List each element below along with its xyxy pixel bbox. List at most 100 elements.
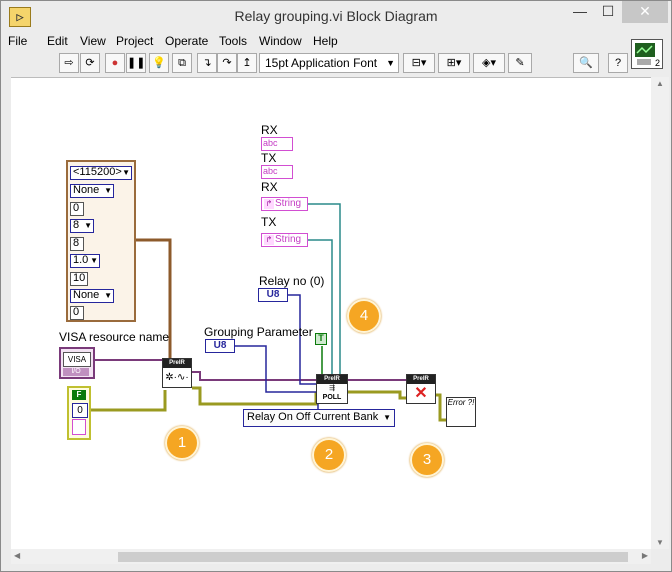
scroll-left-icon[interactable]: ◀ bbox=[14, 551, 21, 560]
data-bits-value: 8 bbox=[73, 219, 80, 231]
tx-string-constant[interactable]: abc bbox=[261, 165, 293, 179]
data-bits-ring[interactable]: 8▼ bbox=[70, 219, 94, 233]
subvi-header: PreIR bbox=[317, 375, 347, 384]
menu-edit[interactable]: Edit bbox=[47, 34, 68, 48]
align-objects-icon[interactable]: ⊟▾ bbox=[403, 53, 435, 73]
menu-help[interactable]: Help bbox=[313, 34, 338, 48]
subvi-header: PreIR bbox=[163, 359, 191, 368]
stop-bits-ring[interactable]: 1.0▼ bbox=[70, 254, 100, 268]
context-help-icon[interactable]: 2 bbox=[631, 39, 663, 69]
chevron-down-icon: ▼ bbox=[383, 413, 391, 422]
label-visa-resource-name: VISA resource name bbox=[59, 330, 170, 344]
title-bar: ▷ Relay grouping.vi Block Diagram — ☐ ✕ bbox=[1, 1, 671, 31]
scroll-thumb[interactable] bbox=[118, 552, 628, 562]
menu-window[interactable]: Window bbox=[259, 34, 302, 48]
grouping-parameter-control[interactable]: U8 bbox=[205, 339, 235, 353]
chevron-down-icon: ▼ bbox=[104, 186, 112, 195]
serial-config-cluster[interactable]: <115200>▼ None▼ 0 8▼ 8 1.0▼ 10 None▼ 0 bbox=[66, 160, 136, 322]
stop-bits-value: 1.0 bbox=[73, 254, 89, 266]
window-title: Relay grouping.vi Block Diagram bbox=[234, 8, 438, 24]
rx-string-constant[interactable]: abc bbox=[261, 137, 293, 151]
close-button[interactable]: ✕ bbox=[622, 1, 668, 23]
minimize-button[interactable]: — bbox=[573, 3, 587, 19]
chevron-down-icon: ▼ bbox=[84, 221, 92, 230]
label-rx-indicator: RX bbox=[261, 180, 278, 194]
label-relay-no: Relay no (0) bbox=[259, 274, 325, 288]
command-enum-constant[interactable]: Relay On Off Current Bank ▼ bbox=[243, 409, 395, 427]
step-into-icon[interactable]: ↴ bbox=[197, 53, 217, 73]
step-over-icon[interactable]: ↷ bbox=[217, 53, 237, 73]
highlight-execution-icon[interactable]: 💡 bbox=[149, 53, 169, 73]
menu-view[interactable]: View bbox=[80, 34, 106, 48]
menu-project[interactable]: Project bbox=[116, 34, 154, 48]
relay-poll-subvi[interactable]: PreIR ⇶POLL bbox=[316, 374, 348, 404]
scroll-up-icon[interactable]: ▲ bbox=[656, 79, 664, 88]
scroll-right-icon[interactable]: ▶ bbox=[641, 551, 648, 560]
distribute-objects-icon[interactable]: ⊞▾ bbox=[438, 53, 470, 73]
relay-no-control[interactable]: U8 bbox=[258, 288, 288, 302]
run-continuously-icon[interactable]: ⟳ bbox=[80, 53, 100, 73]
retain-wire-values-icon[interactable]: ⧉ bbox=[172, 53, 192, 73]
baud-rate-value: <115200> bbox=[73, 166, 122, 178]
poll-text: POLL bbox=[322, 394, 342, 401]
error-code: 0 bbox=[72, 403, 88, 418]
maximize-button[interactable]: ☐ bbox=[601, 3, 615, 19]
error-in-constant[interactable]: F 0 bbox=[67, 386, 91, 440]
serial-init-icon: ✲·∿· bbox=[165, 372, 189, 383]
menu-bar: File Edit View Project Operate Tools Win… bbox=[1, 31, 671, 51]
context-help-graphic bbox=[635, 43, 655, 65]
tx-string-indicator[interactable]: ↱String bbox=[261, 233, 308, 247]
label-grouping-parameter: Grouping Parameter bbox=[204, 325, 313, 339]
close-subvi[interactable]: PreIR ✕ bbox=[406, 374, 436, 404]
run-arrow-icon[interactable]: ⇨ bbox=[59, 53, 79, 73]
close-x-icon: ✕ bbox=[414, 385, 428, 402]
search-icon[interactable]: 🔍 bbox=[573, 53, 599, 73]
toolbar: ⇨ ⟳ ● ❚❚ 💡 ⧉ ↴ ↷ ↥ 15pt Application Font… bbox=[1, 51, 671, 77]
step-out-icon[interactable]: ↥ bbox=[237, 53, 257, 73]
vi-icon[interactable]: ▷ bbox=[9, 7, 31, 27]
rx-string-indicator[interactable]: ↱String bbox=[261, 197, 308, 211]
indicator-arrow-icon: ↱ bbox=[264, 235, 274, 245]
flow-control-ring[interactable]: None ▼ bbox=[70, 289, 114, 303]
relay-poll-icon: ⇶POLL bbox=[322, 385, 342, 401]
reorder-icon[interactable]: ◈▾ bbox=[473, 53, 505, 73]
parity-value: None bbox=[73, 184, 100, 196]
font-selector-value: 15pt Application Font bbox=[265, 56, 378, 70]
chevron-down-icon: ▼ bbox=[386, 58, 395, 68]
step-badge-4: 4 bbox=[347, 299, 381, 333]
serial-init-subvi[interactable]: PreIR ✲·∿· bbox=[162, 358, 192, 388]
vertical-scrollbar[interactable]: ▲ ▼ bbox=[651, 77, 669, 549]
field-num[interactable]: 10 bbox=[70, 272, 88, 286]
horizontal-scrollbar[interactable]: ◀ ▶ bbox=[11, 549, 651, 564]
subvi-header: PreIR bbox=[407, 375, 435, 384]
simple-error-handler-icon[interactable]: Error ?! bbox=[446, 397, 476, 427]
string-glyph: abc bbox=[263, 166, 278, 176]
step-badge-3: 3 bbox=[410, 443, 444, 477]
true-constant[interactable]: T bbox=[315, 333, 327, 345]
step-badge-2: 2 bbox=[312, 438, 346, 472]
field-num[interactable]: 0 bbox=[70, 202, 84, 216]
indicator-arrow-icon: ↱ bbox=[264, 199, 274, 209]
visa-io-icon: I/O bbox=[63, 368, 89, 376]
visa-resource-constant[interactable]: VISA I/O bbox=[59, 347, 95, 379]
cleanup-icon[interactable]: ✎ bbox=[508, 53, 532, 73]
help-icon[interactable]: ? bbox=[608, 53, 628, 73]
pause-icon[interactable]: ❚❚ bbox=[126, 53, 146, 73]
menu-operate[interactable]: Operate bbox=[165, 34, 209, 48]
abort-icon[interactable]: ● bbox=[105, 53, 125, 73]
flow-control-value: None bbox=[73, 289, 100, 301]
tx-string-text: String bbox=[275, 234, 302, 245]
font-selector[interactable]: 15pt Application Font ▼ bbox=[259, 53, 399, 73]
label-tx-indicator: TX bbox=[261, 215, 277, 229]
menu-tools[interactable]: Tools bbox=[219, 34, 248, 48]
scroll-down-icon[interactable]: ▼ bbox=[656, 538, 664, 547]
field-num[interactable]: 0 bbox=[70, 306, 84, 320]
field-num[interactable]: 8 bbox=[70, 237, 84, 251]
visa-text: VISA bbox=[63, 352, 91, 367]
baud-rate-ring[interactable]: <115200>▼ bbox=[70, 166, 132, 180]
error-dialog-text: Error ?! bbox=[447, 398, 475, 407]
chevron-down-icon: ▼ bbox=[104, 291, 112, 300]
parity-ring[interactable]: None ▼ bbox=[70, 184, 114, 198]
error-status: F bbox=[72, 390, 86, 400]
menu-file[interactable]: File bbox=[8, 34, 28, 48]
